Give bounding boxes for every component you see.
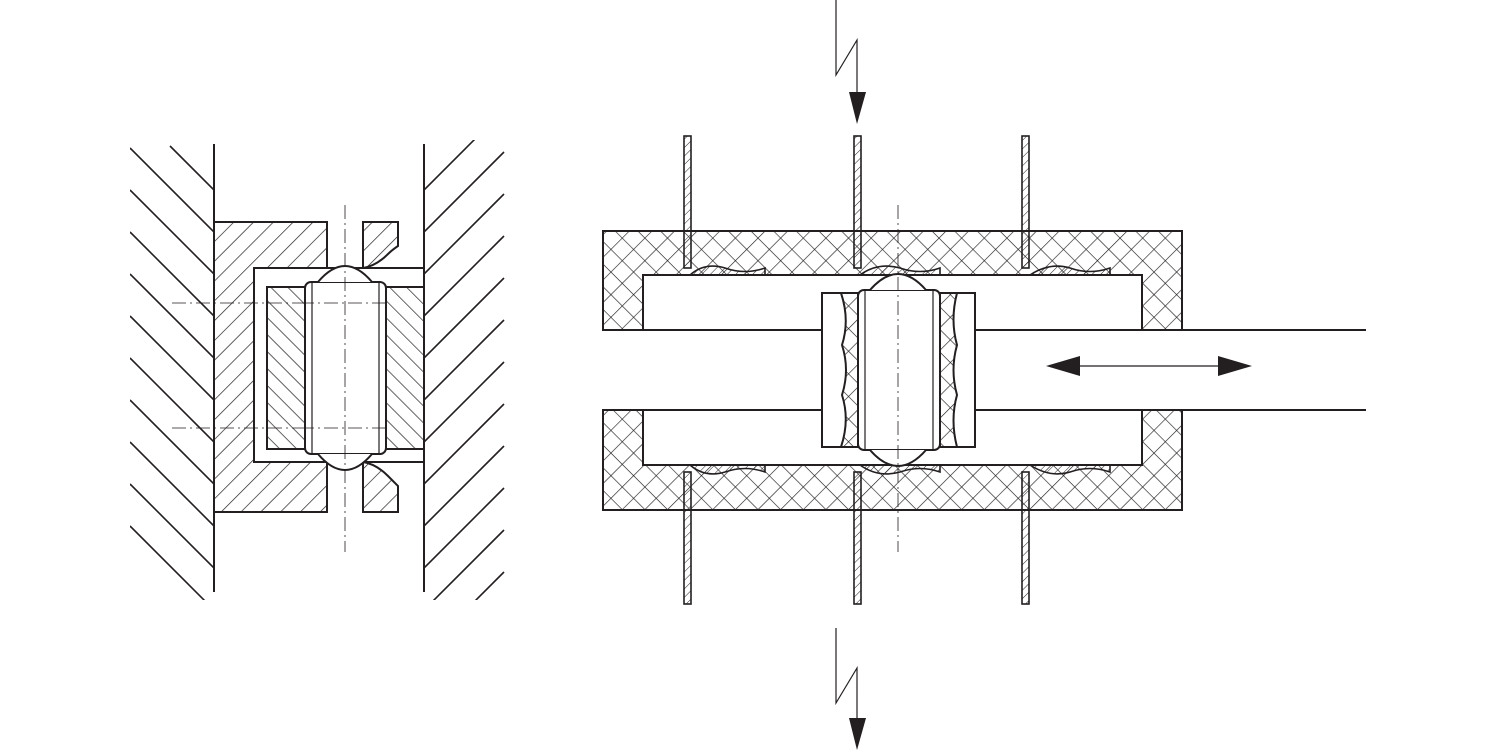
left-wall-hatch xyxy=(130,145,214,600)
vertical-plates xyxy=(683,135,1030,605)
roller-right xyxy=(857,289,941,451)
housing-upper-lip xyxy=(362,221,399,270)
right-wall-hatch xyxy=(424,140,505,600)
arrow-down-top xyxy=(835,0,866,124)
wavy-seals xyxy=(687,265,1111,475)
carriage-right-insert xyxy=(939,292,959,448)
housing-lower-lip xyxy=(362,460,399,513)
arrow-down-bottom xyxy=(835,628,866,750)
carriage-left-insert xyxy=(839,292,859,448)
cross-section-right xyxy=(602,0,1366,750)
carrier-right-block xyxy=(385,286,425,450)
double-headed-arrow xyxy=(1046,356,1252,376)
carrier-left-block xyxy=(266,286,306,450)
center-lines-left xyxy=(172,205,386,552)
cross-section-left xyxy=(130,140,505,600)
